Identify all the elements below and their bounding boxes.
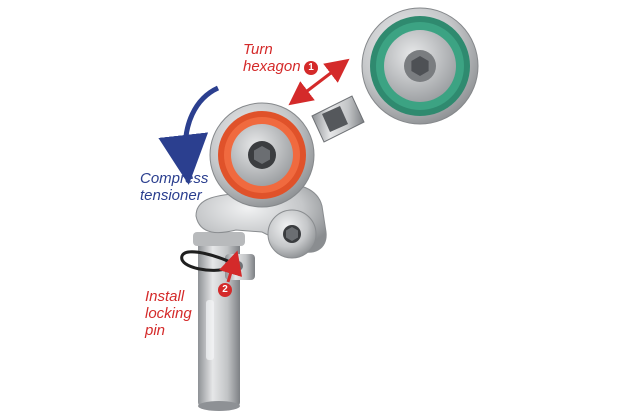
install-arrow — [219, 250, 243, 283]
install-locking-pin-line3: pin — [145, 322, 166, 339]
upper-pulley — [361, 7, 479, 125]
turn-arrow — [288, 58, 350, 106]
compress-tensioner-line2: tensioner — [140, 187, 202, 204]
install-locking-pin-label: Install locking pin — [145, 288, 192, 339]
main-pulley — [209, 102, 315, 208]
turn-hexagon-label: Turn hexagon — [243, 41, 301, 75]
step-2-badge: 2 — [218, 283, 232, 297]
hex-shaft — [311, 95, 365, 143]
small-idler — [267, 209, 317, 259]
compress-tensioner-line1: Compress — [140, 170, 209, 187]
locking-pin — [180, 250, 239, 272]
install-locking-pin-line1: Install — [145, 288, 185, 305]
turn-hexagon-line2: hexagon — [243, 58, 301, 75]
compress-tensioner-label: Compress tensioner — [140, 170, 208, 204]
step-1-badge: 1 — [304, 61, 318, 75]
compress-arrow — [158, 85, 220, 185]
turn-hexagon-line1: Turn — [243, 41, 273, 58]
install-locking-pin-line2: locking — [145, 305, 192, 322]
